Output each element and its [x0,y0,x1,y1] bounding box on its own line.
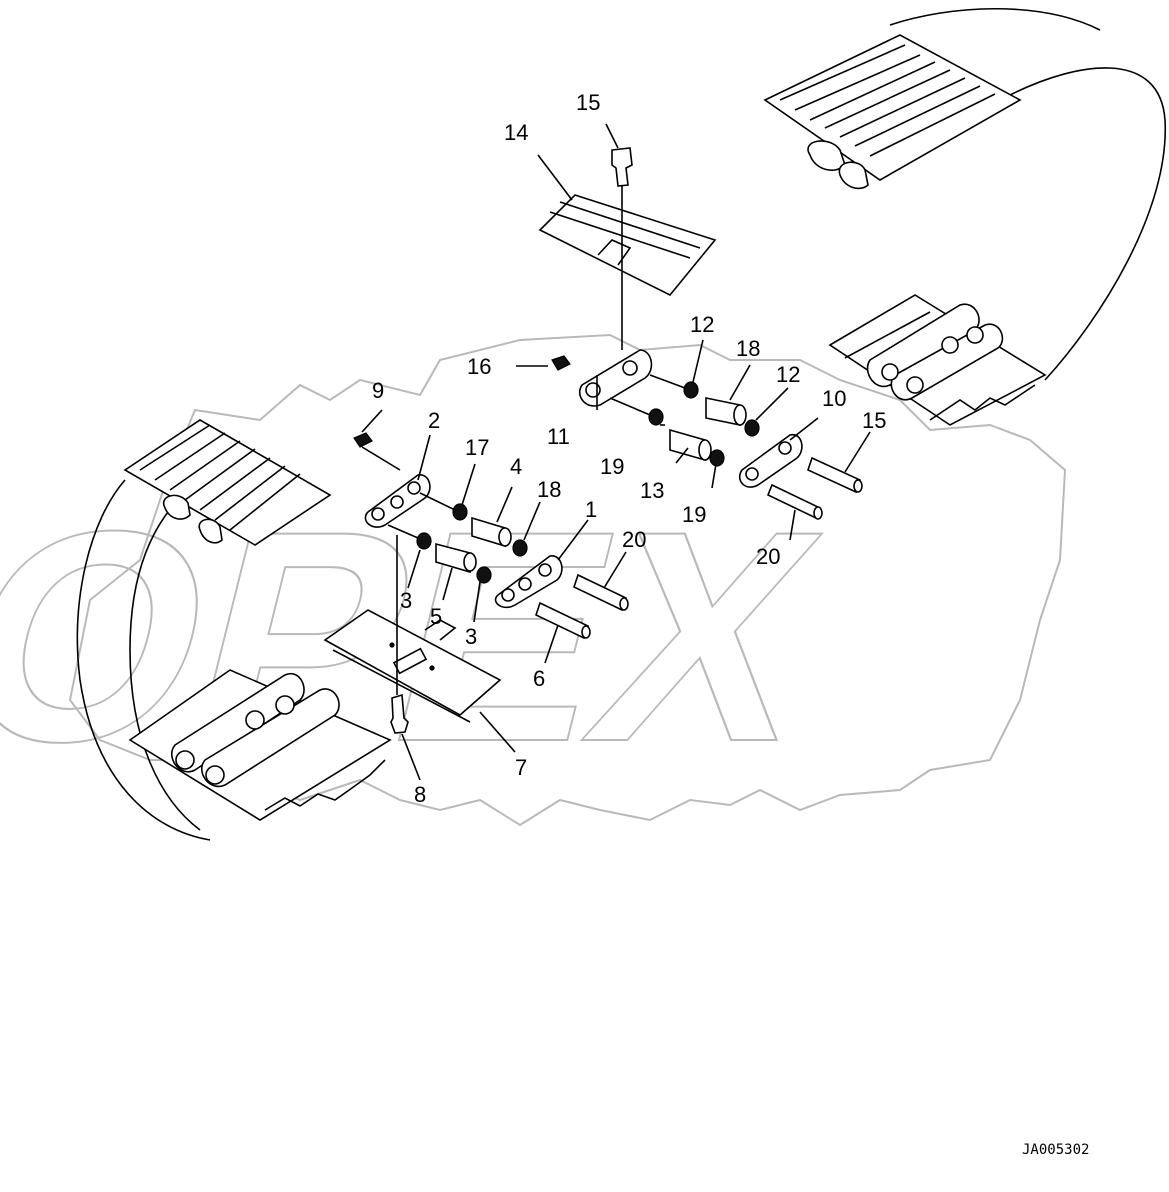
callout-17: 15 [576,90,600,115]
part-11-link [578,349,653,407]
leader-lines [361,123,871,781]
drawing-code: JA005302 [1022,1142,1089,1158]
callout-19a: 17 [465,435,489,460]
callout-9: 9 [372,378,384,403]
callout-12b: 12 [776,362,800,387]
part-16-shoe [538,194,717,297]
part-1-link [494,555,563,609]
part-14-bushing [705,397,747,426]
callout-15: 15 [862,408,886,433]
part-15-pin [807,456,863,494]
callout-20b: 20 [756,544,780,569]
part-20-pin-right [766,483,823,520]
callout-3a: 3 [400,588,412,613]
callout-7: 7 [515,755,527,780]
callout-2: 2 [428,408,440,433]
track-loop-right [763,8,1166,426]
callout-10: 10 [822,386,846,411]
callout-19b: 18 [537,477,561,502]
callout-11: 11 [547,424,570,449]
part-3-seals [387,524,492,584]
part-12-seals [649,374,760,437]
callout-3b: 3 [465,624,477,649]
callout-8: 8 [414,782,426,807]
callout-13: 13 [640,478,664,503]
track-loop-left [76,419,392,841]
part-20-pin-left [573,573,629,612]
callout-20a: 20 [622,527,646,552]
part-17-bolt [611,147,633,350]
callouts: 15 14 16 12 18 12 10 15 9 2 11 17 4 18 1… [372,90,886,807]
callout-18: 16 [467,354,491,379]
callout-1: 1 [585,497,597,522]
svg-text:OPEX: OPEX [0,468,848,804]
part-5-bushing [435,542,477,574]
part-7-shoe [323,609,502,723]
part-2-link [364,474,456,528]
callout-19c: 19 [600,454,624,479]
callout-14: 18 [736,336,760,361]
callout-19d: 19 [682,502,706,527]
part-4-bushing [471,516,512,548]
part-10-link [738,433,803,488]
part-13-bushing [609,397,725,467]
callout-12a: 12 [690,312,714,337]
callout-4: 4 [510,454,522,479]
part-6-pin [535,601,591,640]
part-9-nut [353,432,401,471]
callout-16: 14 [504,120,528,145]
watermark-logo: OPEX [0,467,849,805]
watermark-gear [68,333,1067,827]
part-8-bolt [390,535,409,734]
callout-6: 6 [533,666,545,691]
part-19-seals [452,503,528,557]
callout-5: 5 [430,604,442,629]
part-18-nut [516,355,571,371]
